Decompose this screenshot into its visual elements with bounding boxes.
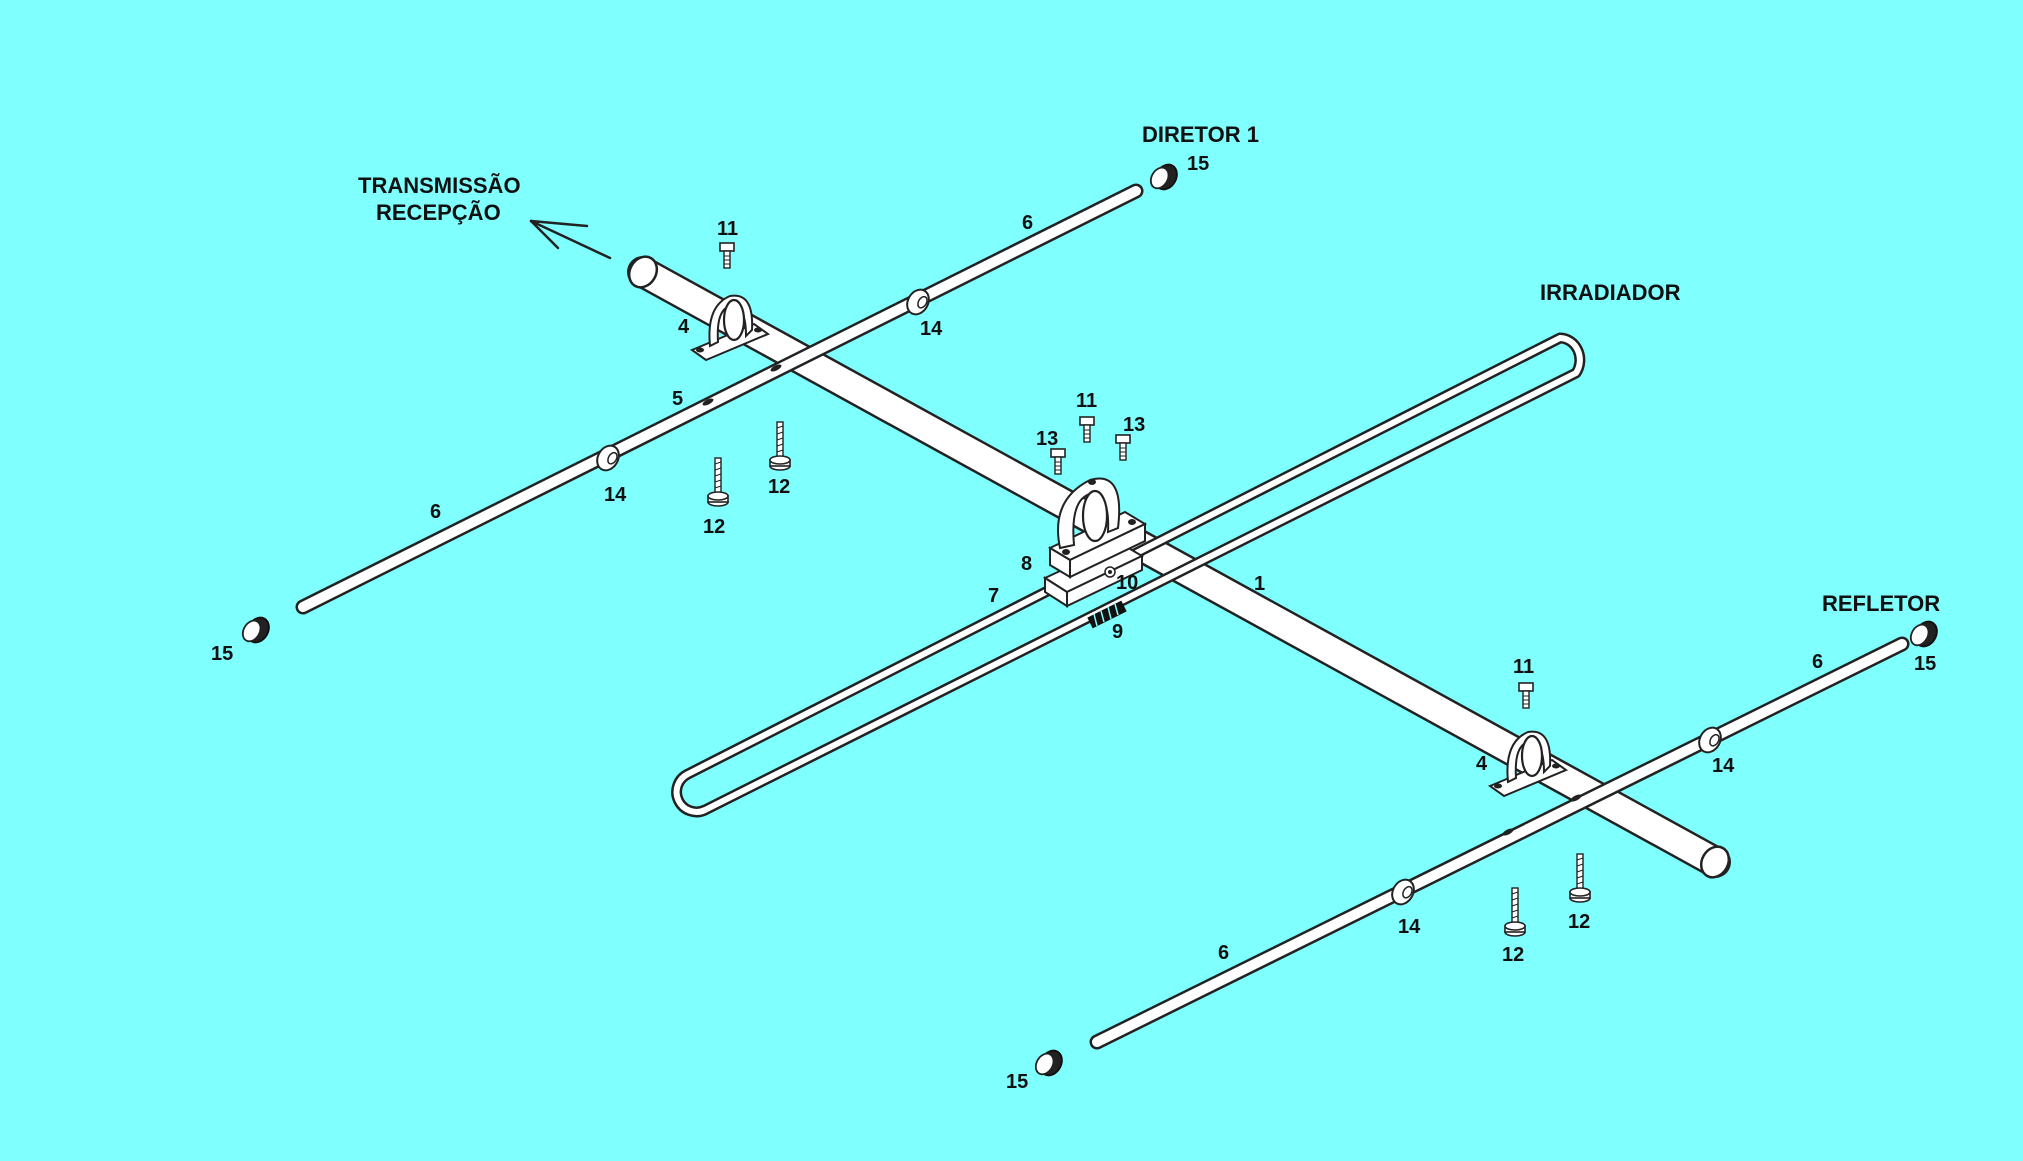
part-1: 1 [1254,573,1265,595]
small-bolts [719,242,1534,709]
part-9: 9 [1112,621,1123,643]
part-14: 14 [604,484,627,506]
part-7: 7 [988,585,999,607]
center-block [1042,477,1148,608]
part-8: 8 [1021,553,1032,575]
part-6: 6 [430,501,441,523]
part-11: 11 [1076,390,1097,412]
label-refletor: REFLETOR [1822,591,1940,616]
part-10: 10 [1116,572,1138,594]
label-diretor: DIRETOR 1 [1142,122,1259,147]
part-13: 13 [1036,428,1058,450]
part-12: 12 [768,476,790,498]
part-14: 14 [1712,755,1735,777]
label-irradiador: IRRADIADOR [1540,280,1681,305]
reflector-element [1089,636,1910,1050]
label-transmissao: TRANSMISSÃO [358,173,521,198]
direction-arrow-icon [529,219,612,260]
part-4: 4 [678,316,690,338]
part-6: 6 [1812,651,1823,673]
part-14: 14 [1398,916,1421,938]
part-11: 11 [1513,656,1534,678]
part-13: 13 [1123,414,1145,436]
part-5: 5 [672,388,683,410]
part-15: 15 [211,643,233,665]
part-15: 15 [1914,653,1936,675]
label-recepcao: RECEPÇÃO [376,200,501,225]
part-11: 11 [717,218,738,240]
director-element [295,183,1144,615]
part-12: 12 [703,516,725,538]
part-numbers: 15 6 11 4 14 5 11 13 13 12 14 6 12 8 10 … [211,153,1936,1093]
folded-dipole [671,332,1586,818]
part-12: 12 [1568,911,1590,933]
part-15: 15 [1006,1071,1028,1093]
part-6: 6 [1022,212,1033,234]
part-14: 14 [920,318,943,340]
part-4: 4 [1476,753,1488,775]
part-6: 6 [1218,942,1229,964]
part-12: 12 [1502,944,1524,966]
part-15: 15 [1187,153,1209,175]
